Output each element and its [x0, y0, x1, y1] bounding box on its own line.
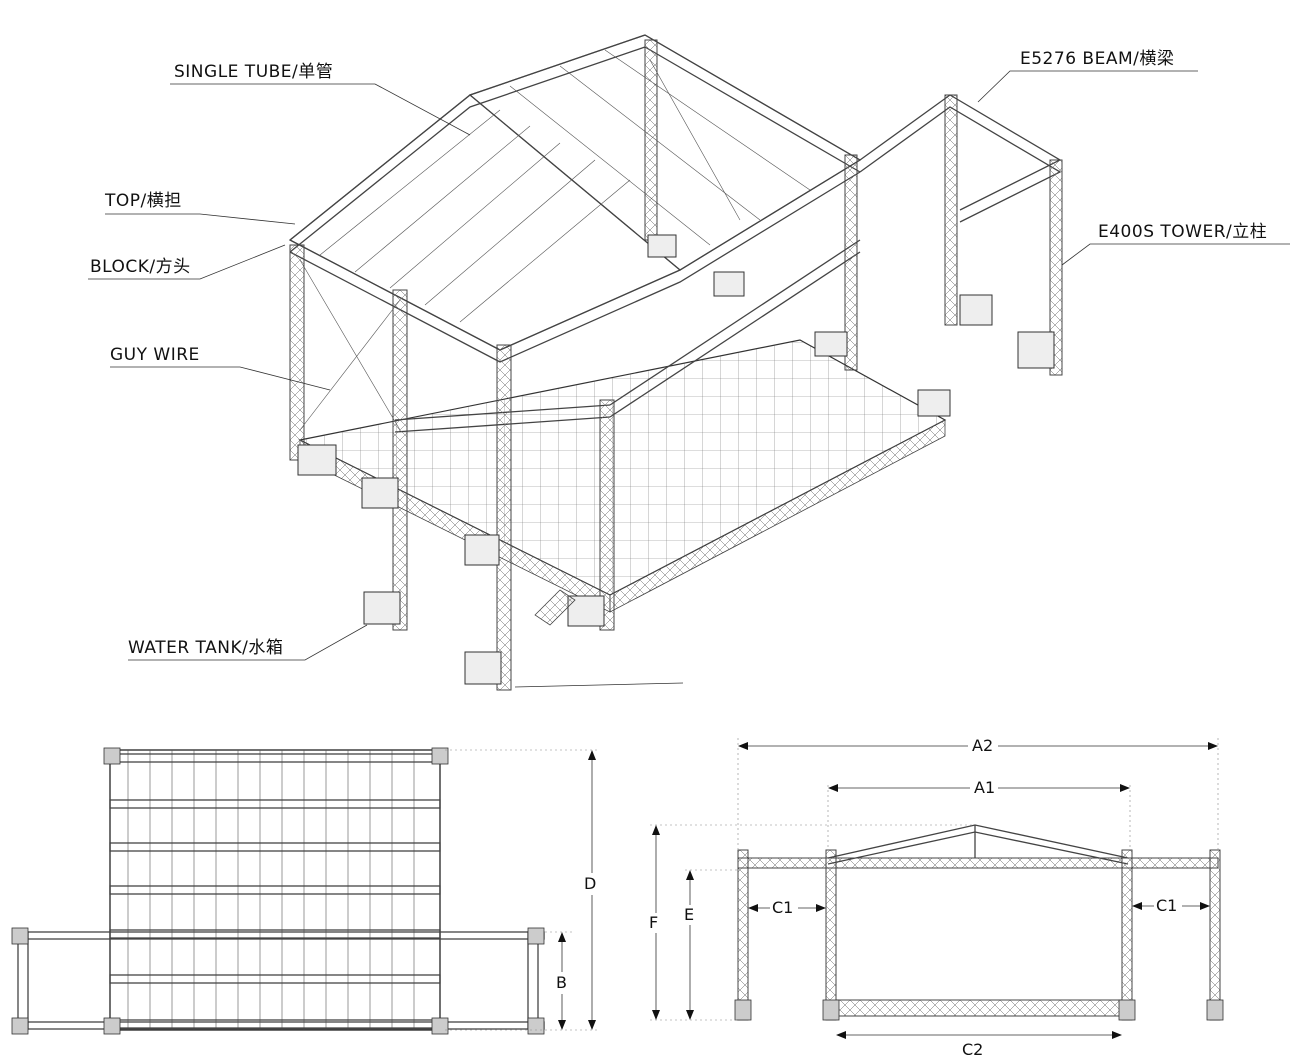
isometric-view [288, 34, 1063, 691]
label-single-tube: SINGLE TUBE/单管 [174, 62, 333, 82]
dim-a2: A2 [972, 736, 993, 755]
dim-e: E [684, 905, 694, 924]
leader-lines [88, 70, 1290, 688]
elevation-view [650, 738, 1224, 1039]
roof-left-slope [288, 94, 682, 351]
label-guy-wire: GUY WIRE [110, 345, 200, 365]
water-tanks [297, 234, 1055, 685]
dim-d: D [584, 874, 596, 893]
label-beam: E5276 BEAM/横梁 [1020, 49, 1174, 69]
dim-c1-left: C1 [772, 898, 793, 917]
towers [289, 39, 1063, 691]
dim-f: F [649, 913, 658, 932]
plan-view [11, 747, 600, 1035]
label-water-tank: WATER TANK/水箱 [128, 638, 283, 658]
label-block: BLOCK/方头 [90, 257, 191, 277]
dim-b: B [556, 973, 567, 992]
dim-c1-right: C1 [1156, 896, 1177, 915]
label-top: TOP/横担 [104, 191, 182, 211]
dim-a1: A1 [974, 778, 995, 797]
dim-c2: C2 [962, 1040, 983, 1059]
label-tower: E400S TOWER/立柱 [1098, 222, 1267, 242]
